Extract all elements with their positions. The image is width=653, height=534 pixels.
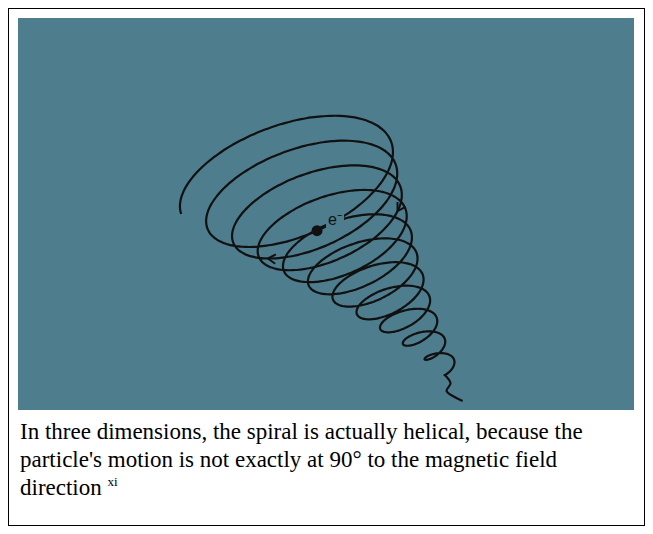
spacer [102, 475, 108, 500]
footnote-marker: xi [108, 474, 118, 489]
direction-arrow [268, 254, 276, 263]
caption-block: In three dimensions, the spiral is actua… [20, 418, 632, 502]
electron-dot [312, 225, 323, 236]
electron-path [180, 116, 463, 401]
particle-label: e⁻ [326, 211, 344, 229]
direction-arrow [397, 202, 405, 211]
caption: In three dimensions, the spiral is actua… [20, 419, 583, 500]
